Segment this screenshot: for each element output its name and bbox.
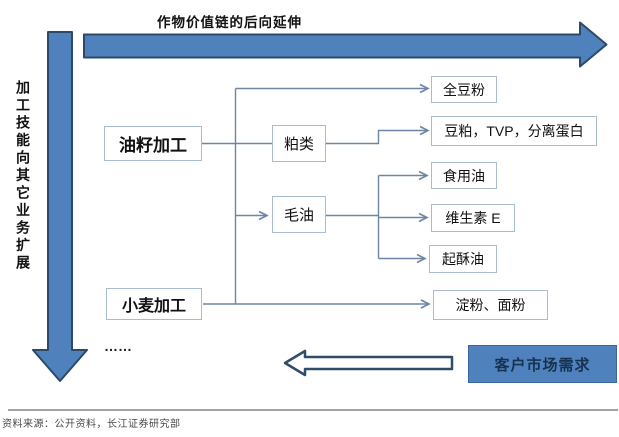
node-soymeal-tvp-protein: 豆粕，TVP，分离蛋白 [431, 116, 597, 146]
customer-market-demand-box: 客户市场需求 [468, 345, 617, 383]
vertical-expansion-arrow-icon [32, 31, 88, 382]
horizontal-extension-arrow-icon [83, 21, 608, 68]
node-meal: 粕类 [272, 125, 326, 162]
footer-divider [8, 409, 618, 411]
node-wheat-processing: 小麦加工 [106, 288, 202, 320]
source-note: 资料来源：公开资料，长江证券研究部 [2, 419, 181, 430]
node-oilseed-processing: 油籽加工 [104, 126, 202, 161]
more-processors-ellipsis: …… [104, 338, 132, 354]
node-crude-oil: 毛油 [272, 196, 326, 233]
connector-lines [202, 83, 431, 309]
node-whole-soy-flour: 全豆粉 [431, 76, 497, 103]
node-starch-flour: 淀粉、面粉 [433, 290, 548, 320]
left-arrow-label: 加工技能向其它业务扩展 [15, 80, 31, 273]
node-shortening: 起酥油 [429, 245, 497, 273]
node-vitamin-e: 维生素 E [431, 204, 515, 232]
leftward-demand-arrow-icon [283, 349, 454, 377]
node-edible-oil: 食用油 [431, 162, 497, 189]
top-arrow-label: 作物价值链的后向延伸 [157, 15, 302, 30]
